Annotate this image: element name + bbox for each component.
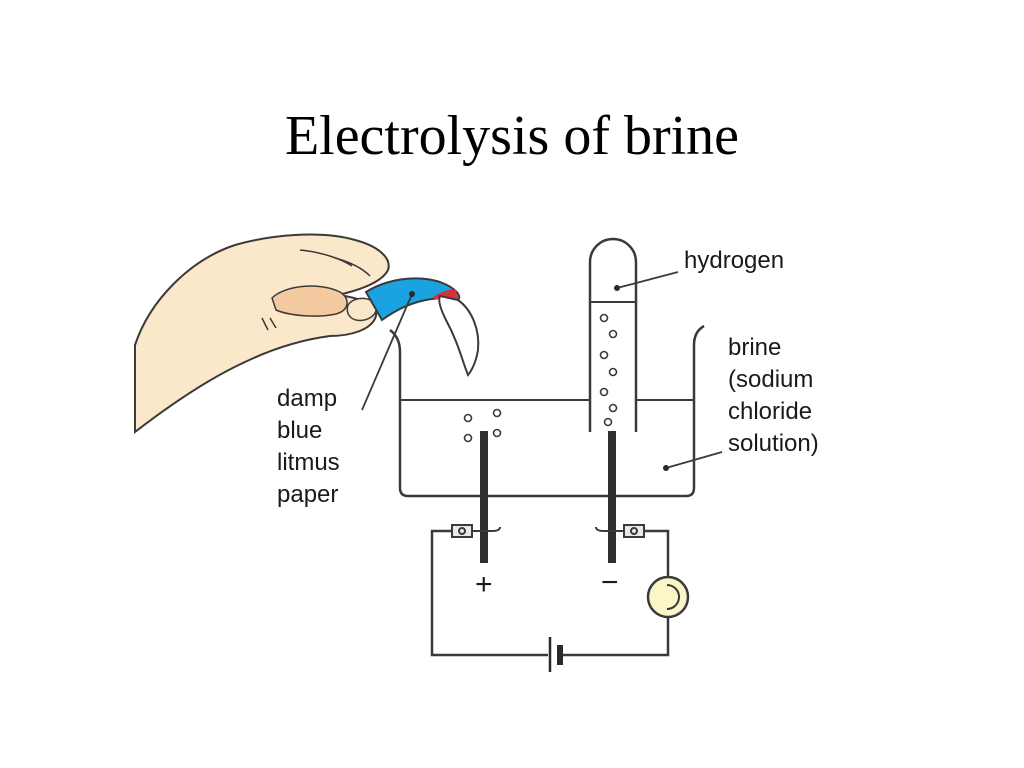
anode-bubbles (463, 408, 502, 443)
label-pointers (361, 271, 723, 469)
label-litmus-line3: litmus (277, 449, 340, 476)
battery-cell (548, 637, 563, 672)
thumbnail (346, 297, 377, 322)
slide-title: Electrolysis of brine (284, 105, 740, 167)
circuit-wires (430, 529, 670, 657)
anode-electrode (480, 431, 488, 563)
anode-clamp (451, 524, 501, 538)
cathode-electrode (608, 431, 616, 563)
bulb-icon (646, 575, 690, 619)
label-pointer-dots (409, 285, 669, 471)
cathode-sign: − (601, 566, 619, 599)
label-litmus-line4: paper (277, 481, 338, 508)
label-litmus-line1: damp (277, 385, 337, 412)
label-brine-line3: chloride (728, 398, 812, 425)
label-brine-line1: brine (728, 334, 781, 361)
hydrogen-tube (588, 237, 638, 432)
hydrogen-bubbles (599, 313, 618, 427)
label-brine: brine (sodium chloride solution) (728, 334, 819, 457)
label-brine-line4: solution) (728, 430, 819, 457)
hand-thumb-shadow (271, 285, 348, 317)
beaker (389, 324, 705, 498)
anode-sign: + (475, 568, 493, 601)
cathode-clamp (595, 524, 645, 538)
label-litmus: damp blue litmus paper (277, 385, 340, 508)
hand-illustration (134, 233, 390, 435)
litmus-paper-hanging (438, 294, 480, 377)
hand-finger-lines (261, 249, 371, 331)
label-brine-line2: (sodium (728, 366, 813, 393)
label-hydrogen: hydrogen (684, 247, 784, 274)
label-litmus-line2: blue (277, 417, 322, 444)
litmus-paper (364, 277, 480, 377)
litmus-paper-held (364, 277, 461, 322)
